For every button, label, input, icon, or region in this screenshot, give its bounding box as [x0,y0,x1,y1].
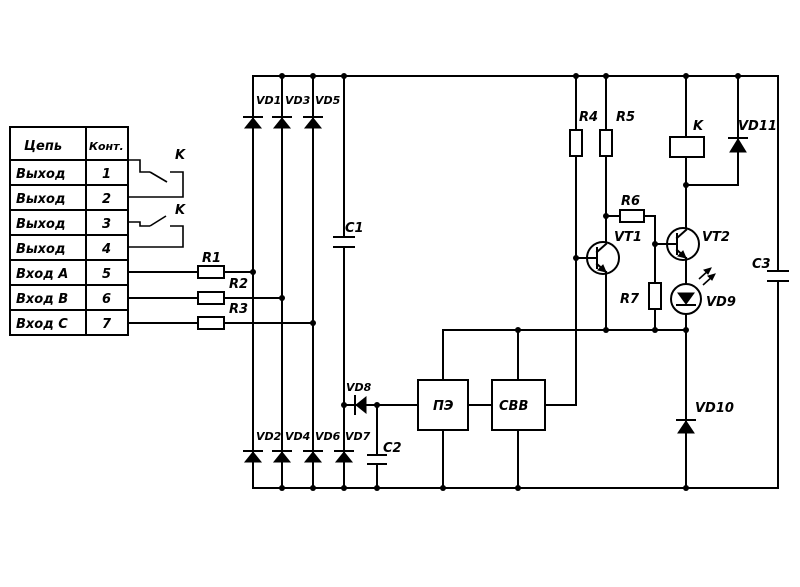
capacitor-label: C3 [752,257,771,272]
diode-vd7 [334,450,354,463]
resistor-r2 [197,291,225,305]
block-pe-label: ПЭ [433,399,454,414]
diode-vd4 [272,450,292,463]
resistor-label: R4 [579,110,598,125]
diode-label: VD2 [256,430,282,443]
table-row-name: Выход [16,217,65,232]
capacitor-c1 [333,236,355,248]
diode-label: VD4 [285,430,310,443]
block-svv: СВВ [491,379,546,431]
table-row-num: 6 [102,292,111,307]
capacitor-label: C2 [383,441,402,456]
resistor-label: R1 [202,251,221,266]
transistor-vt1 [575,241,620,331]
diode-vd3 [272,116,292,129]
relay-contact-label: K [175,203,186,218]
input-circuit: R1 R2 R3 [127,251,314,330]
resistor-label: R5 [616,110,635,125]
block-pe: ПЭ [417,379,469,431]
table-row-name: Выход [16,167,65,182]
resistor-label: R3 [229,302,248,317]
table-row-name: Выход [16,192,65,207]
block-svv-label: СВВ [499,399,528,414]
transistor-label: VT1 [614,230,642,245]
resistor-label: R2 [229,277,248,292]
diode-label: VD8 [346,381,372,394]
relay-coil-label: K [693,119,704,134]
table-header-chain: Цепь [24,139,62,154]
diode-label: VD11 [738,119,777,134]
resistor-label: R6 [621,194,640,209]
transistor-vt2 [665,227,700,261]
table-row-name: Выход [16,242,65,257]
resistor-r5 [599,129,613,157]
capacitor-c3 [767,270,789,282]
table-row-name: Вход А [16,267,68,282]
diode-label: VD1 [256,94,281,107]
resistor-r3 [197,316,225,330]
capacitor-label: C1 [345,221,364,236]
led-vd9 [670,267,716,315]
resistor-r6 [619,209,645,223]
diode-vd11 [728,137,748,153]
relay-contact-k-2: K [128,203,186,248]
relay-contact-label: K [175,148,186,163]
diode-vd6 [303,450,323,463]
junction-dots [250,73,741,491]
relay-coil-k [669,136,705,158]
resistor-r4 [569,129,583,157]
diode-label: VD5 [315,94,341,107]
table-row-name: Вход С [16,317,68,332]
diode-label: VD10 [695,401,734,416]
table-row-num: 5 [102,267,111,282]
table-row-num: 7 [102,317,112,332]
resistor-r7 [648,282,662,310]
table-row-num: 3 [102,217,111,232]
diode-vd5 [303,116,323,129]
lower-left-circuit: VD8 C2 [343,381,419,489]
table-row-name: Вход В [16,292,68,307]
table-header-contact: Конт. [89,140,124,153]
diode-vd10 [676,419,696,434]
relay-contact-k-1: K [128,148,186,198]
diode-vd1 [243,116,263,129]
diode-label: VD3 [285,94,311,107]
diode-vd8 [354,395,367,415]
resistor-label: R7 [620,292,640,307]
diode-label: VD9 [706,295,736,310]
diode-label: VD7 [345,430,371,443]
resistor-r1 [197,265,225,279]
diode-label: VD6 [315,430,341,443]
table-row-num: 1 [102,167,111,182]
table-row-num: 2 [102,192,111,207]
contact-table: Цепь Конт. Выход 1 Выход 2 Выход 3 Выход… [9,126,129,336]
transistor-label: VT2 [702,230,730,245]
table-row-num: 4 [101,242,111,257]
diode-vd2 [243,450,263,463]
